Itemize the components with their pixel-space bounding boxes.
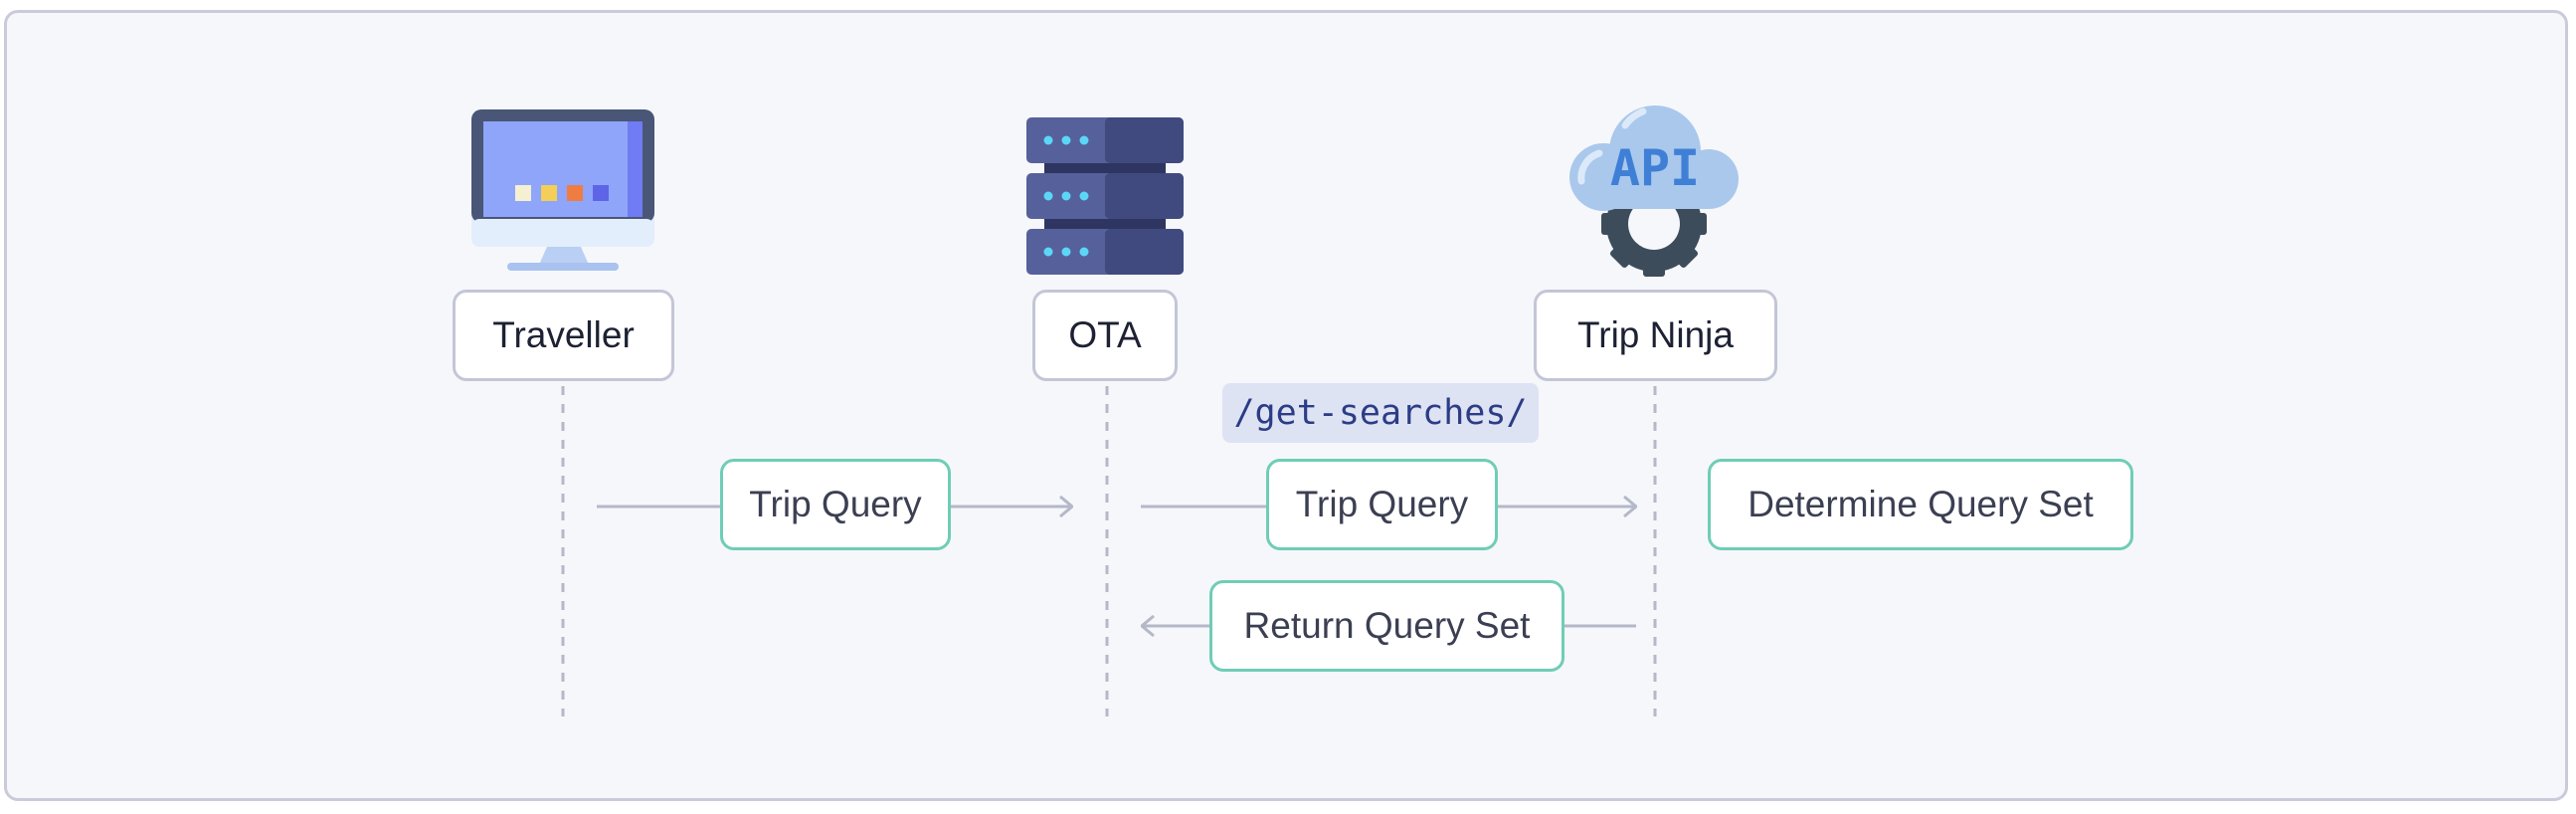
server-stack-icon xyxy=(1026,117,1184,275)
participant-ota: OTA xyxy=(1032,290,1178,381)
message-label: Return Query Set xyxy=(1243,605,1531,646)
process-determine-query-set: Determine Query Set xyxy=(1708,459,2133,550)
svg-text:API: API xyxy=(1610,139,1700,197)
message-label: Trip Query xyxy=(1295,484,1469,524)
message-trip-query-traveller-to-ota: Trip Query xyxy=(720,459,951,550)
desktop-monitor-icon xyxy=(471,109,654,271)
participant-traveller-label: Traveller xyxy=(492,314,635,355)
participant-trip-ninja-label: Trip Ninja xyxy=(1577,314,1734,355)
process-label: Determine Query Set xyxy=(1748,484,2094,524)
participant-ota-label: OTA xyxy=(1068,314,1142,355)
message-return-query-set: Return Query Set xyxy=(1209,580,1564,672)
message-trip-query-ota-to-trip-ninja: Trip Query xyxy=(1266,459,1498,550)
participant-trip-ninja: Trip Ninja xyxy=(1534,290,1777,381)
api-cloud-gear-icon: API xyxy=(1569,105,1739,277)
participant-traveller: Traveller xyxy=(453,290,674,381)
message-label: Trip Query xyxy=(749,484,922,524)
endpoint-label: /get-searches/ xyxy=(1222,383,1539,443)
